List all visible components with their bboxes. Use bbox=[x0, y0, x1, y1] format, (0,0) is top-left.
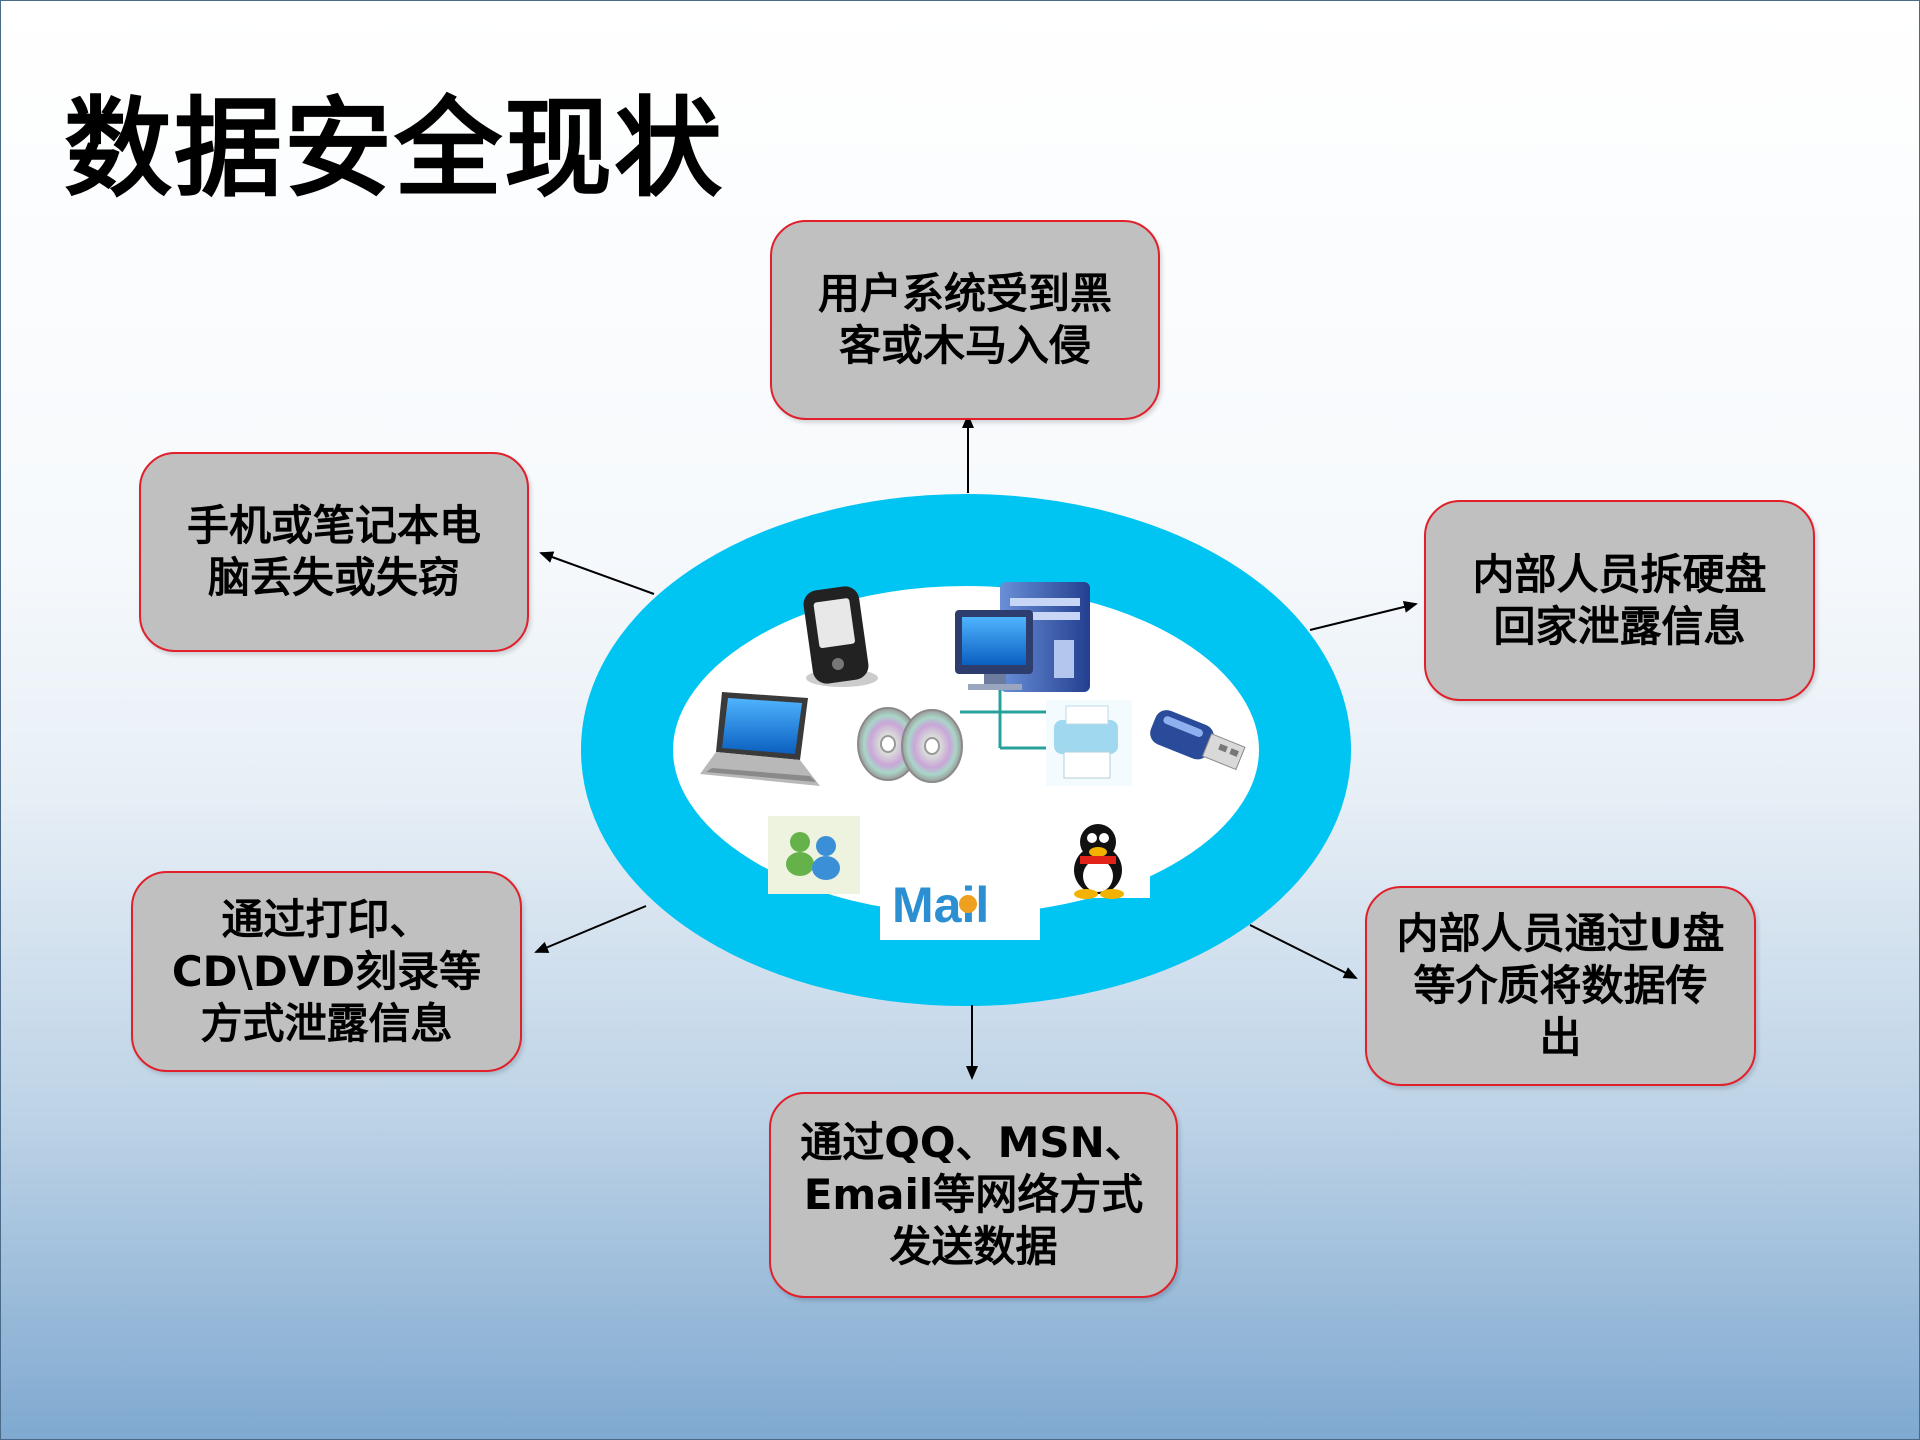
threat-hacker-trojan-text: 用户系统受到黑 客或木马入侵 bbox=[817, 269, 1112, 370]
usb-drive-icon bbox=[1150, 710, 1246, 771]
qq-penguin-icon bbox=[1066, 812, 1150, 899]
slide-title: 数据安全现状 bbox=[64, 87, 725, 212]
laptop-icon bbox=[700, 692, 820, 786]
msn-icon bbox=[768, 816, 860, 894]
threat-device-lost: 手机或笔记本电 脑丢失或失窃 bbox=[139, 452, 529, 652]
threat-print-cd-text: 通过打印、 CD\DVD刻录等 方式泄露信息 bbox=[171, 894, 482, 1048]
threat-disk-removal: 内部人员拆硬盘 回家泄露信息 bbox=[1424, 500, 1815, 701]
threat-network-send: 通过QQ、MSN、 Email等网络方式 发送数据 bbox=[769, 1092, 1178, 1298]
pda-icon bbox=[803, 586, 878, 687]
arrow-to-left-bottom bbox=[534, 905, 647, 953]
mail-logo-icon: Mail bbox=[880, 866, 1040, 940]
cd-discs-icon bbox=[854, 700, 963, 790]
threat-hacker-trojan: 用户系统受到黑 客或木马入侵 bbox=[770, 220, 1160, 420]
threat-network-send-text: 通过QQ、MSN、 Email等网络方式 发送数据 bbox=[800, 1118, 1147, 1271]
arrow-to-right-top bbox=[1309, 601, 1418, 631]
arrow-to-left-top bbox=[539, 551, 655, 595]
arrow-to-right-bottom bbox=[1249, 924, 1358, 979]
threat-usb: 内部人员通过U盘 等介质将数据传 出 bbox=[1365, 886, 1756, 1086]
threat-device-lost-text: 手机或笔记本电 脑丢失或失窃 bbox=[186, 501, 481, 602]
threat-print-cd: 通过打印、 CD\DVD刻录等 方式泄露信息 bbox=[131, 871, 522, 1072]
threat-disk-removal-text: 内部人员拆硬盘 回家泄露信息 bbox=[1472, 549, 1767, 651]
printer-icon bbox=[1046, 700, 1132, 786]
desktop-computer-icon bbox=[955, 582, 1090, 692]
threat-usb-text: 内部人员通过U盘 等介质将数据传 出 bbox=[1396, 909, 1725, 1062]
